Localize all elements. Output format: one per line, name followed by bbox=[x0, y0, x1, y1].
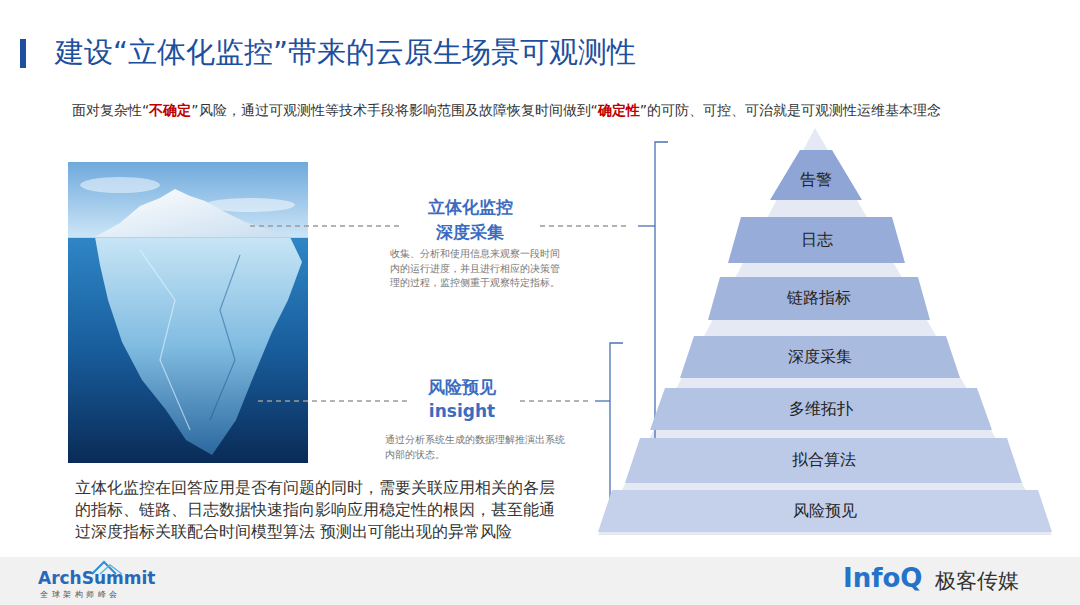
band-outline bbox=[770, 150, 862, 200]
callout-heading: 风险预见 bbox=[372, 376, 552, 399]
band-outline bbox=[598, 490, 1052, 532]
logo-text: ArchSummit bbox=[38, 568, 155, 588]
callout-note: 通过分析系统生成的数据理解推演出系统内部的状态。 bbox=[385, 433, 565, 462]
band-outline bbox=[625, 438, 1022, 483]
body-text: 立体化监控在回答应用是否有问题的同时，需要关联应用相关的各层的指标、链路、日志数… bbox=[75, 477, 567, 543]
logo-subtext: 全球架构师峰会 bbox=[40, 589, 121, 600]
band-outline bbox=[708, 277, 930, 320]
slide-title: 建设“立体化监控”带来的云原生场景可观测性 bbox=[55, 33, 636, 73]
title-bar bbox=[20, 39, 26, 68]
footer-band bbox=[0, 557, 1080, 605]
logo-text: InfoQ bbox=[843, 563, 922, 593]
intro-run: ”的可防、可控、可治就是可观测性运维基本理念 bbox=[640, 102, 941, 118]
band-outline bbox=[680, 336, 960, 378]
band-label: 多维拓扑 bbox=[789, 399, 853, 420]
callout-note: 收集、分析和使用信息来观察一段时间内的运行进度，并且进行相应的决策管理的过程，监… bbox=[390, 247, 568, 291]
iceberg-illustration bbox=[68, 162, 308, 463]
pyramid-band: 日志 bbox=[728, 217, 905, 263]
band-label: 日志 bbox=[801, 230, 833, 251]
pyramid-band: 告警 bbox=[770, 150, 862, 200]
intro-text: 面对复杂性“不确定”风险，通过可观测性等技术手段将影响范围及故障恢复时间做到“确… bbox=[72, 99, 1007, 121]
pyramid-band: 多维拓扑 bbox=[650, 388, 992, 430]
pyramid-band: 链路指标 bbox=[708, 277, 930, 320]
callout-heading: 深度采集 bbox=[380, 221, 560, 244]
pyramid-band: 深度采集 bbox=[680, 336, 960, 378]
band-label: 深度采集 bbox=[788, 347, 852, 368]
band-label: 告警 bbox=[800, 160, 832, 191]
intro-run: 面对复杂性“ bbox=[72, 102, 149, 118]
band-outline bbox=[650, 388, 992, 430]
highlight-text: 确定性 bbox=[598, 102, 640, 118]
highlight-text: 不确定 bbox=[149, 102, 191, 118]
band-outline bbox=[728, 217, 905, 263]
band-label: 风险预见 bbox=[793, 501, 857, 522]
band-label: 链路指标 bbox=[787, 288, 851, 309]
pyramid-band: 风险预见 bbox=[598, 490, 1052, 532]
callout-heading: 立体化监控 bbox=[380, 196, 560, 219]
pyramid-band: 拟合算法 bbox=[625, 438, 1022, 483]
leader-lines bbox=[250, 226, 630, 401]
pyramid-ground bbox=[598, 128, 1052, 535]
band-label: 拟合算法 bbox=[792, 450, 856, 471]
intro-run: ”风险，通过可观测性等技术手段将影响范围及故障恢复时间做到“ bbox=[191, 102, 598, 118]
logo-text: 极客传媒 bbox=[935, 567, 1019, 595]
callout-heading: insight bbox=[372, 401, 552, 421]
